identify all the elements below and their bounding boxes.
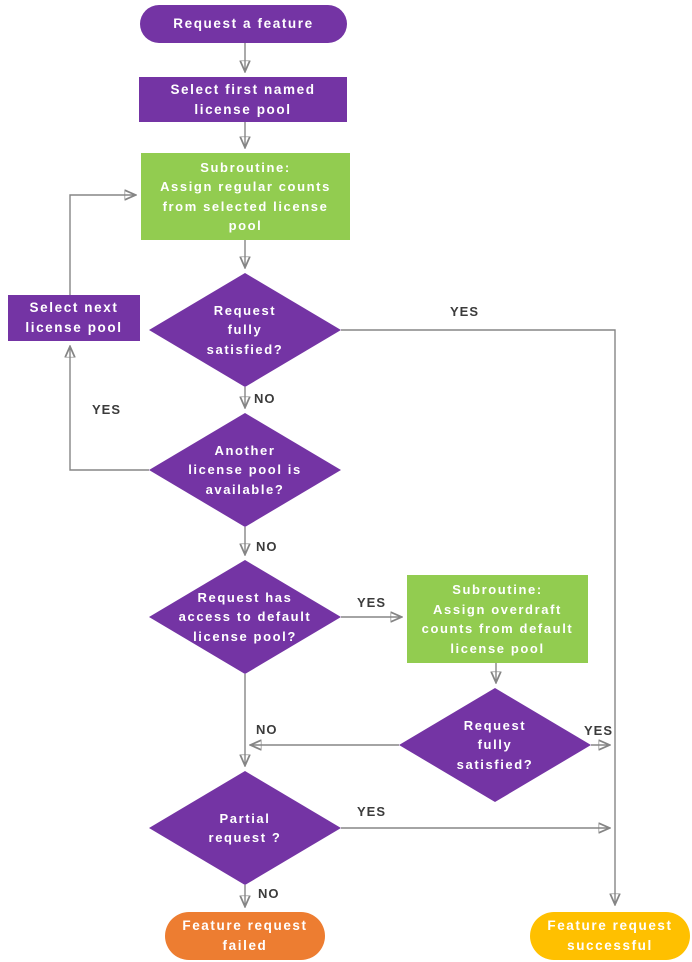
edge-label-yes-decision4: YES bbox=[584, 723, 614, 738]
terminator-request-a-feature: Request a feature bbox=[140, 5, 347, 43]
subroutine-assign-overdraft-counts: Subroutine: Assign overdraft counts from… bbox=[407, 575, 588, 663]
edge-label-no-decision2: NO bbox=[256, 539, 278, 554]
edge-label-yes-decision1: YES bbox=[450, 304, 480, 319]
subroutine-assign-regular-counts: Subroutine: Assign regular counts from s… bbox=[141, 153, 350, 240]
process-select-next-pool: Select next license pool bbox=[8, 295, 140, 341]
edge-label-yes-decision2: YES bbox=[92, 402, 122, 417]
terminator-feature-request-failed: Feature request failed bbox=[165, 912, 325, 960]
edge-label-no-decision5: NO bbox=[258, 886, 280, 901]
process-select-first-named-pool: Select first named license pool bbox=[139, 77, 347, 122]
edge-decision2-yes-to-select-next bbox=[70, 347, 149, 471]
edge-label-no-decision1: NO bbox=[254, 391, 276, 406]
edge-label-yes-decision3: YES bbox=[357, 595, 387, 610]
edge-select-next-to-assign-regular bbox=[69, 195, 135, 295]
terminator-feature-request-successful: Feature request successful bbox=[530, 912, 690, 960]
edge-decision1-yes-to-successful bbox=[341, 329, 615, 904]
edge-label-yes-decision5: YES bbox=[357, 804, 387, 819]
edge-label-no-decision4: NO bbox=[256, 722, 278, 737]
